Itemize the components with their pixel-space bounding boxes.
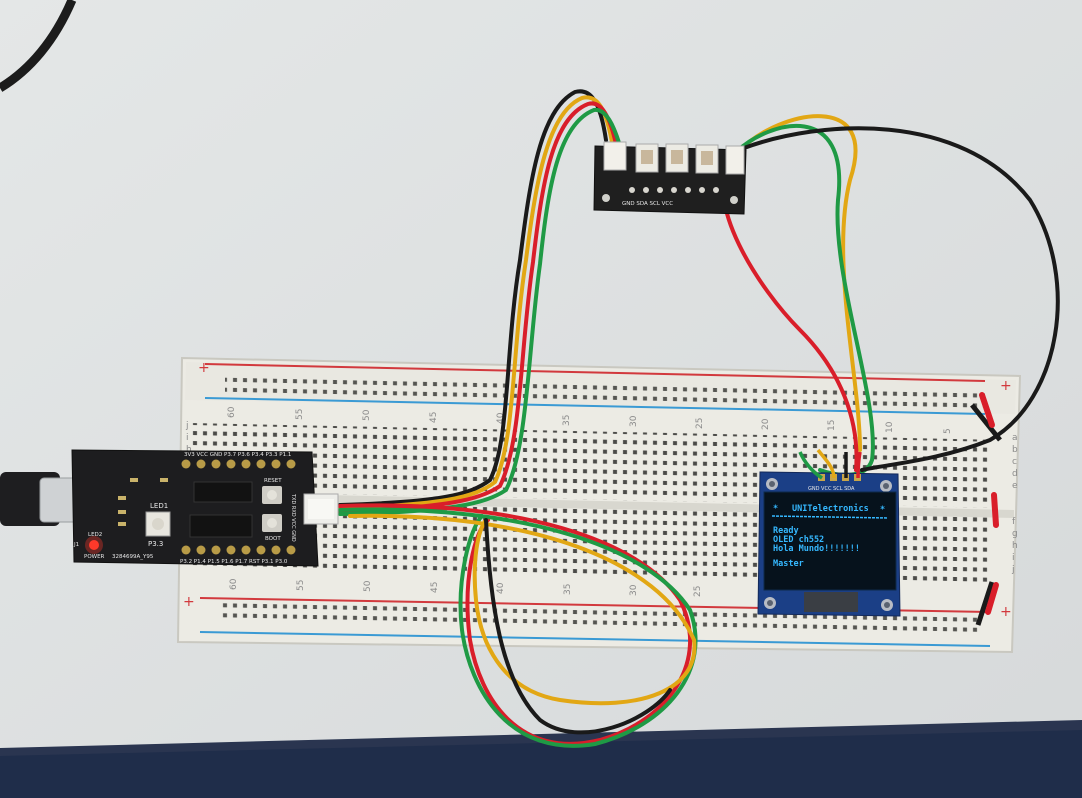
col-num: 40	[496, 412, 506, 424]
hub-connector-5	[725, 145, 745, 175]
oled-header-star-right: *	[880, 505, 885, 515]
mcu-chip	[193, 481, 253, 503]
part-code-label: 3284699A_Y95	[112, 554, 154, 560]
row-letter: j	[185, 421, 189, 431]
col-num: 15	[827, 420, 837, 431]
qwiic-cable-loop-bottom	[338, 503, 698, 748]
row-letter: j	[1011, 565, 1015, 575]
row-letter: c	[1012, 457, 1017, 467]
row-letter: f	[1012, 517, 1016, 527]
serial-labels: TXD RXD VCC GND	[290, 493, 296, 542]
col-num: 20	[761, 418, 771, 430]
qwiic-cable-hub-to-oled	[720, 114, 1060, 477]
row-letter: i	[186, 433, 189, 443]
col-num: 40	[496, 582, 506, 594]
hub-connector-1	[603, 141, 627, 171]
col-num: 5	[943, 428, 953, 434]
col-num: 30	[629, 415, 639, 427]
rail-plus-top-left: +	[198, 360, 210, 376]
rail-plus-bottom-left: +	[183, 594, 195, 610]
led1-label: LED1	[150, 502, 168, 510]
row-letter: a	[1012, 433, 1018, 443]
col-num: 60	[229, 578, 239, 590]
mcu-top-pin-labels: 3V3 VCC GND P3.7 P3.6 P3.4 P3.3 P1.1	[184, 452, 291, 458]
power-led	[89, 540, 99, 550]
oled-pin-labels: GND VCC SCL SDA	[808, 486, 855, 492]
oled-line-1: Ready	[773, 526, 799, 536]
oled-line-2: OLED ch552	[773, 535, 824, 545]
col-num: 10	[885, 421, 895, 433]
row-letter: d	[1012, 469, 1018, 479]
col-num: 60	[227, 406, 237, 418]
mcu-board: 3V3 VCC GND P3.7 P3.6 P3.4 P3.3 P1.1 P3.…	[71, 449, 339, 567]
j1-label: J1	[73, 542, 79, 548]
qwiic-hub-board: GND SDA SCL VCC	[593, 141, 747, 215]
column-numbers-top: 60 55 50 45 40 35 30 25 20 15 10 5	[227, 406, 953, 434]
row-letter: h	[186, 445, 192, 455]
col-num: 45	[429, 412, 439, 423]
mcu-bottom-pin-labels: P3.2 P1.4 P1.5 P1.6 P1.7 RST P3.1 P3.0	[180, 559, 288, 565]
mcu-bottom-header	[181, 545, 296, 555]
row-letter: b	[1012, 445, 1018, 455]
row-letters-right: a b c d e f g h i j	[1011, 433, 1018, 575]
column-numbers-bottom: 60 55 50 45 40 35 30 25	[229, 578, 703, 597]
floor-carpet	[0, 730, 1082, 798]
col-num: 35	[563, 584, 573, 595]
bottom-rail-blue-line	[199, 631, 991, 647]
col-num: 25	[693, 586, 703, 597]
reset-label: RESET	[264, 478, 282, 484]
col-num: 50	[362, 409, 372, 421]
hub-pin-labels: GND SDA SCL VCC	[622, 201, 673, 207]
led1-pin-label: P3.3	[148, 540, 163, 548]
usb-cable-top	[0, 0, 77, 92]
oled-ribbon	[804, 592, 858, 612]
rail-plus-bottom-right: +	[1000, 604, 1012, 620]
led2-label: LED2	[88, 532, 102, 538]
oled-header-title: UNITelectronics	[792, 503, 869, 514]
boot-label: BOOT	[265, 536, 281, 542]
col-num: 35	[562, 415, 572, 426]
hub-header-pins	[629, 187, 719, 193]
qwiic-cable-mcu-to-hub	[338, 89, 622, 516]
col-num: 55	[295, 409, 305, 420]
row-letter: g	[1012, 529, 1018, 539]
oled-module: GND VCC SCL SDA * UNITelectronics * Read…	[757, 471, 901, 617]
oled-line-3: Hola Mundo!!!!!!!	[773, 544, 860, 554]
col-num: 45	[430, 582, 440, 593]
oled-header-star-left: *	[773, 504, 778, 514]
col-num: 55	[296, 580, 306, 591]
col-num: 50	[363, 580, 373, 592]
col-num: 30	[629, 584, 639, 596]
power-label: POWER	[84, 554, 105, 560]
row-letter: h	[1012, 541, 1018, 551]
rail-plus-top-right: +	[1000, 378, 1012, 394]
col-num: 25	[695, 418, 705, 429]
mcu-top-header	[181, 459, 296, 469]
mcu-chip-2	[189, 514, 253, 538]
oled-line-4: Master	[773, 559, 804, 569]
oled-screen	[763, 491, 897, 591]
jumper-wires-right	[970, 392, 1002, 626]
top-rail-blue-line	[204, 397, 986, 415]
row-letter: i	[1012, 553, 1015, 563]
oled-jumper-wires	[798, 448, 862, 480]
row-letter: e	[1012, 481, 1018, 491]
